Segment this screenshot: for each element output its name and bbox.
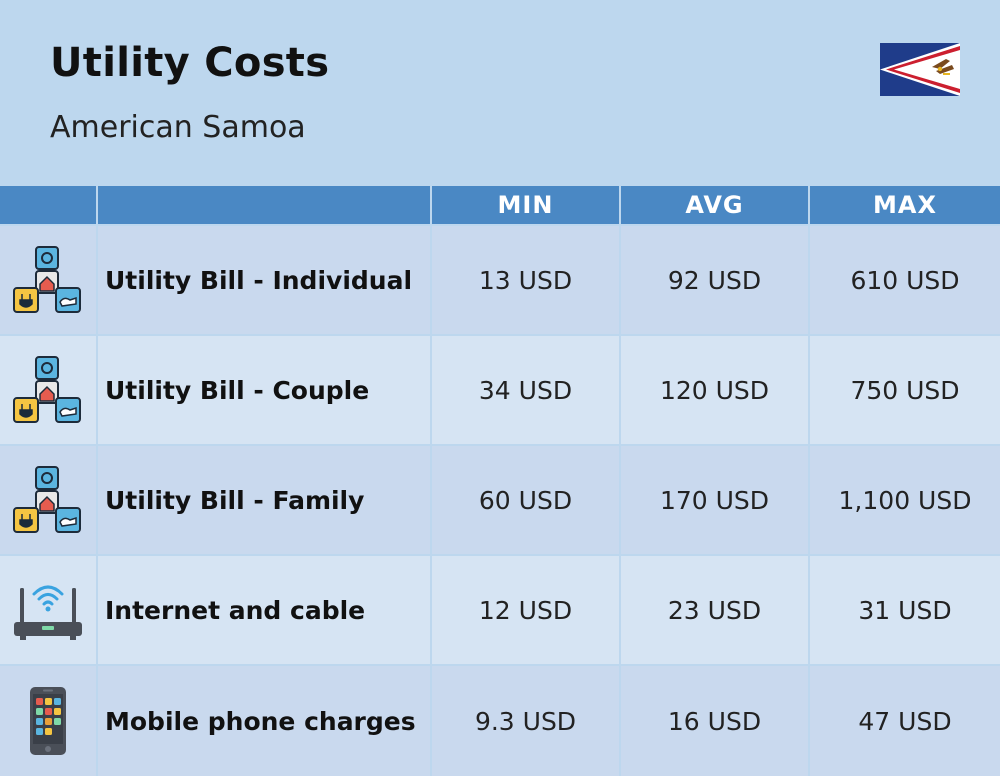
table-row: Internet and cable 12 USD 23 USD 31 USD — [0, 556, 1000, 664]
table-row: Utility Bill - Individual 13 USD 92 USD … — [0, 226, 1000, 334]
table-row: Utility Bill - Couple 34 USD 120 USD 750… — [0, 336, 1000, 444]
utilities-icon — [0, 446, 96, 554]
utilities-icon — [0, 336, 96, 444]
min-value: 12 USD — [478, 595, 573, 625]
row-label: Mobile phone charges — [105, 706, 416, 736]
table-row: Utility Bill - Family 60 USD 170 USD 1,1… — [0, 446, 1000, 554]
max-value: 1,100 USD — [838, 485, 972, 515]
page-header: Utility Costs American Samoa — [0, 0, 1000, 184]
max-value: 47 USD — [858, 706, 952, 736]
header-icon-cell — [0, 186, 96, 224]
row-label: Utility Bill - Family — [105, 485, 365, 515]
min-value: 9.3 USD — [474, 706, 577, 736]
row-label: Utility Bill - Individual — [105, 265, 413, 295]
avg-value: 23 USD — [667, 595, 762, 625]
min-value: 34 USD — [478, 375, 573, 405]
column-header-min: MIN — [432, 186, 619, 224]
router-icon — [0, 556, 96, 664]
page-subtitle: American Samoa — [50, 110, 306, 145]
min-value: 13 USD — [478, 265, 573, 295]
table-row: Mobile phone charges 9.3 USD 16 USD 47 U… — [0, 666, 1000, 776]
header-label-cell — [98, 186, 430, 224]
avg-value: 92 USD — [667, 265, 762, 295]
avg-value: 16 USD — [667, 706, 762, 736]
column-header-max: MAX — [810, 186, 1000, 224]
row-label: Internet and cable — [105, 595, 366, 625]
utility-costs-table: MIN AVG MAX Utility Bill - Individual 13… — [0, 184, 1000, 776]
column-header-avg: AVG — [621, 186, 808, 224]
table-header-row: MIN AVG MAX — [0, 186, 1000, 224]
max-value: 750 USD — [850, 375, 960, 405]
page-title: Utility Costs — [50, 40, 330, 86]
utilities-icon — [0, 226, 96, 334]
smartphone-icon — [0, 666, 96, 776]
max-value: 31 USD — [858, 595, 952, 625]
american-samoa-flag-icon — [880, 43, 960, 96]
avg-value: 120 USD — [659, 375, 770, 405]
min-value: 60 USD — [478, 485, 573, 515]
avg-value: 170 USD — [659, 485, 770, 515]
max-value: 610 USD — [850, 265, 960, 295]
row-label: Utility Bill - Couple — [105, 375, 370, 405]
